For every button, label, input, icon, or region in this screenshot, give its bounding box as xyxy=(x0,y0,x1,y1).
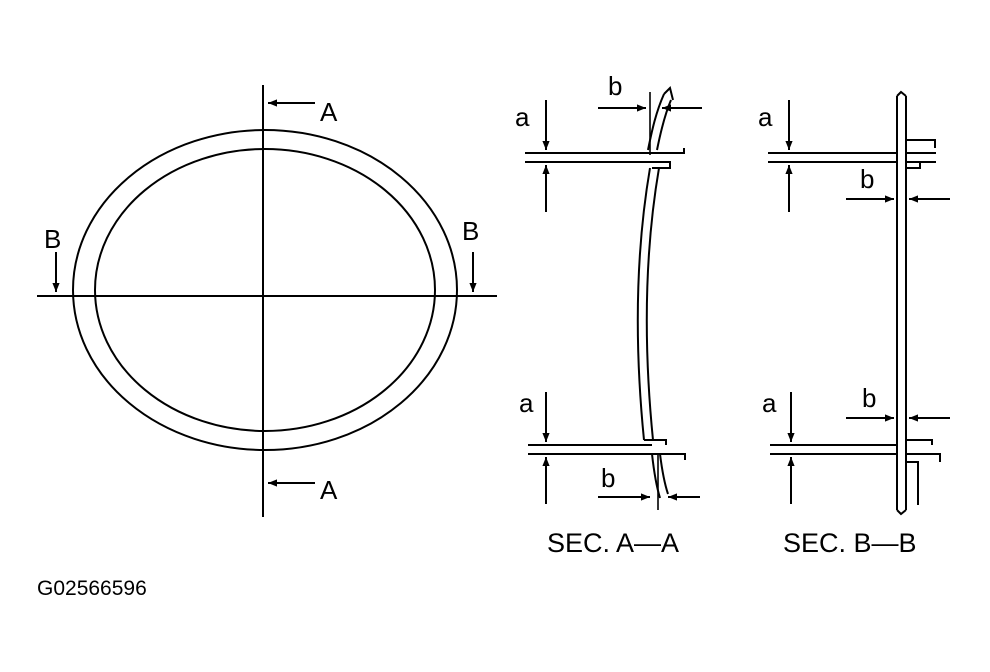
gasket-body-aa xyxy=(636,167,651,441)
dim-b-upper-label-bb: b xyxy=(860,164,874,194)
ring-view: A A B B xyxy=(37,85,497,517)
section-b-right-label: B xyxy=(462,216,479,246)
section-a-top-label: A xyxy=(320,97,338,127)
figure-code: G02566596 xyxy=(37,577,147,600)
section-aa-caption: SEC. A—A xyxy=(547,528,679,558)
section-aa-view: a a b b SEC. A—A xyxy=(515,71,702,558)
ring-inner-edge xyxy=(94,148,436,432)
dim-b-lower-label-bb: b xyxy=(862,383,876,413)
ring-outer-edge xyxy=(72,129,458,451)
dim-b-upper-label: b xyxy=(608,71,622,101)
section-b-left-label: B xyxy=(44,224,61,254)
section-bb-view: a a b b SEC. B—B xyxy=(758,90,950,558)
dim-b-lower-label: b xyxy=(601,463,615,493)
dim-a-upper-label-bb: a xyxy=(758,102,773,132)
section-a-bottom-label: A xyxy=(320,475,338,505)
dim-a-upper-label: a xyxy=(515,102,530,132)
dim-a-lower-label-bb: a xyxy=(762,388,777,418)
section-bb-caption: SEC. B—B xyxy=(783,528,917,558)
dim-a-lower-label: a xyxy=(519,388,534,418)
